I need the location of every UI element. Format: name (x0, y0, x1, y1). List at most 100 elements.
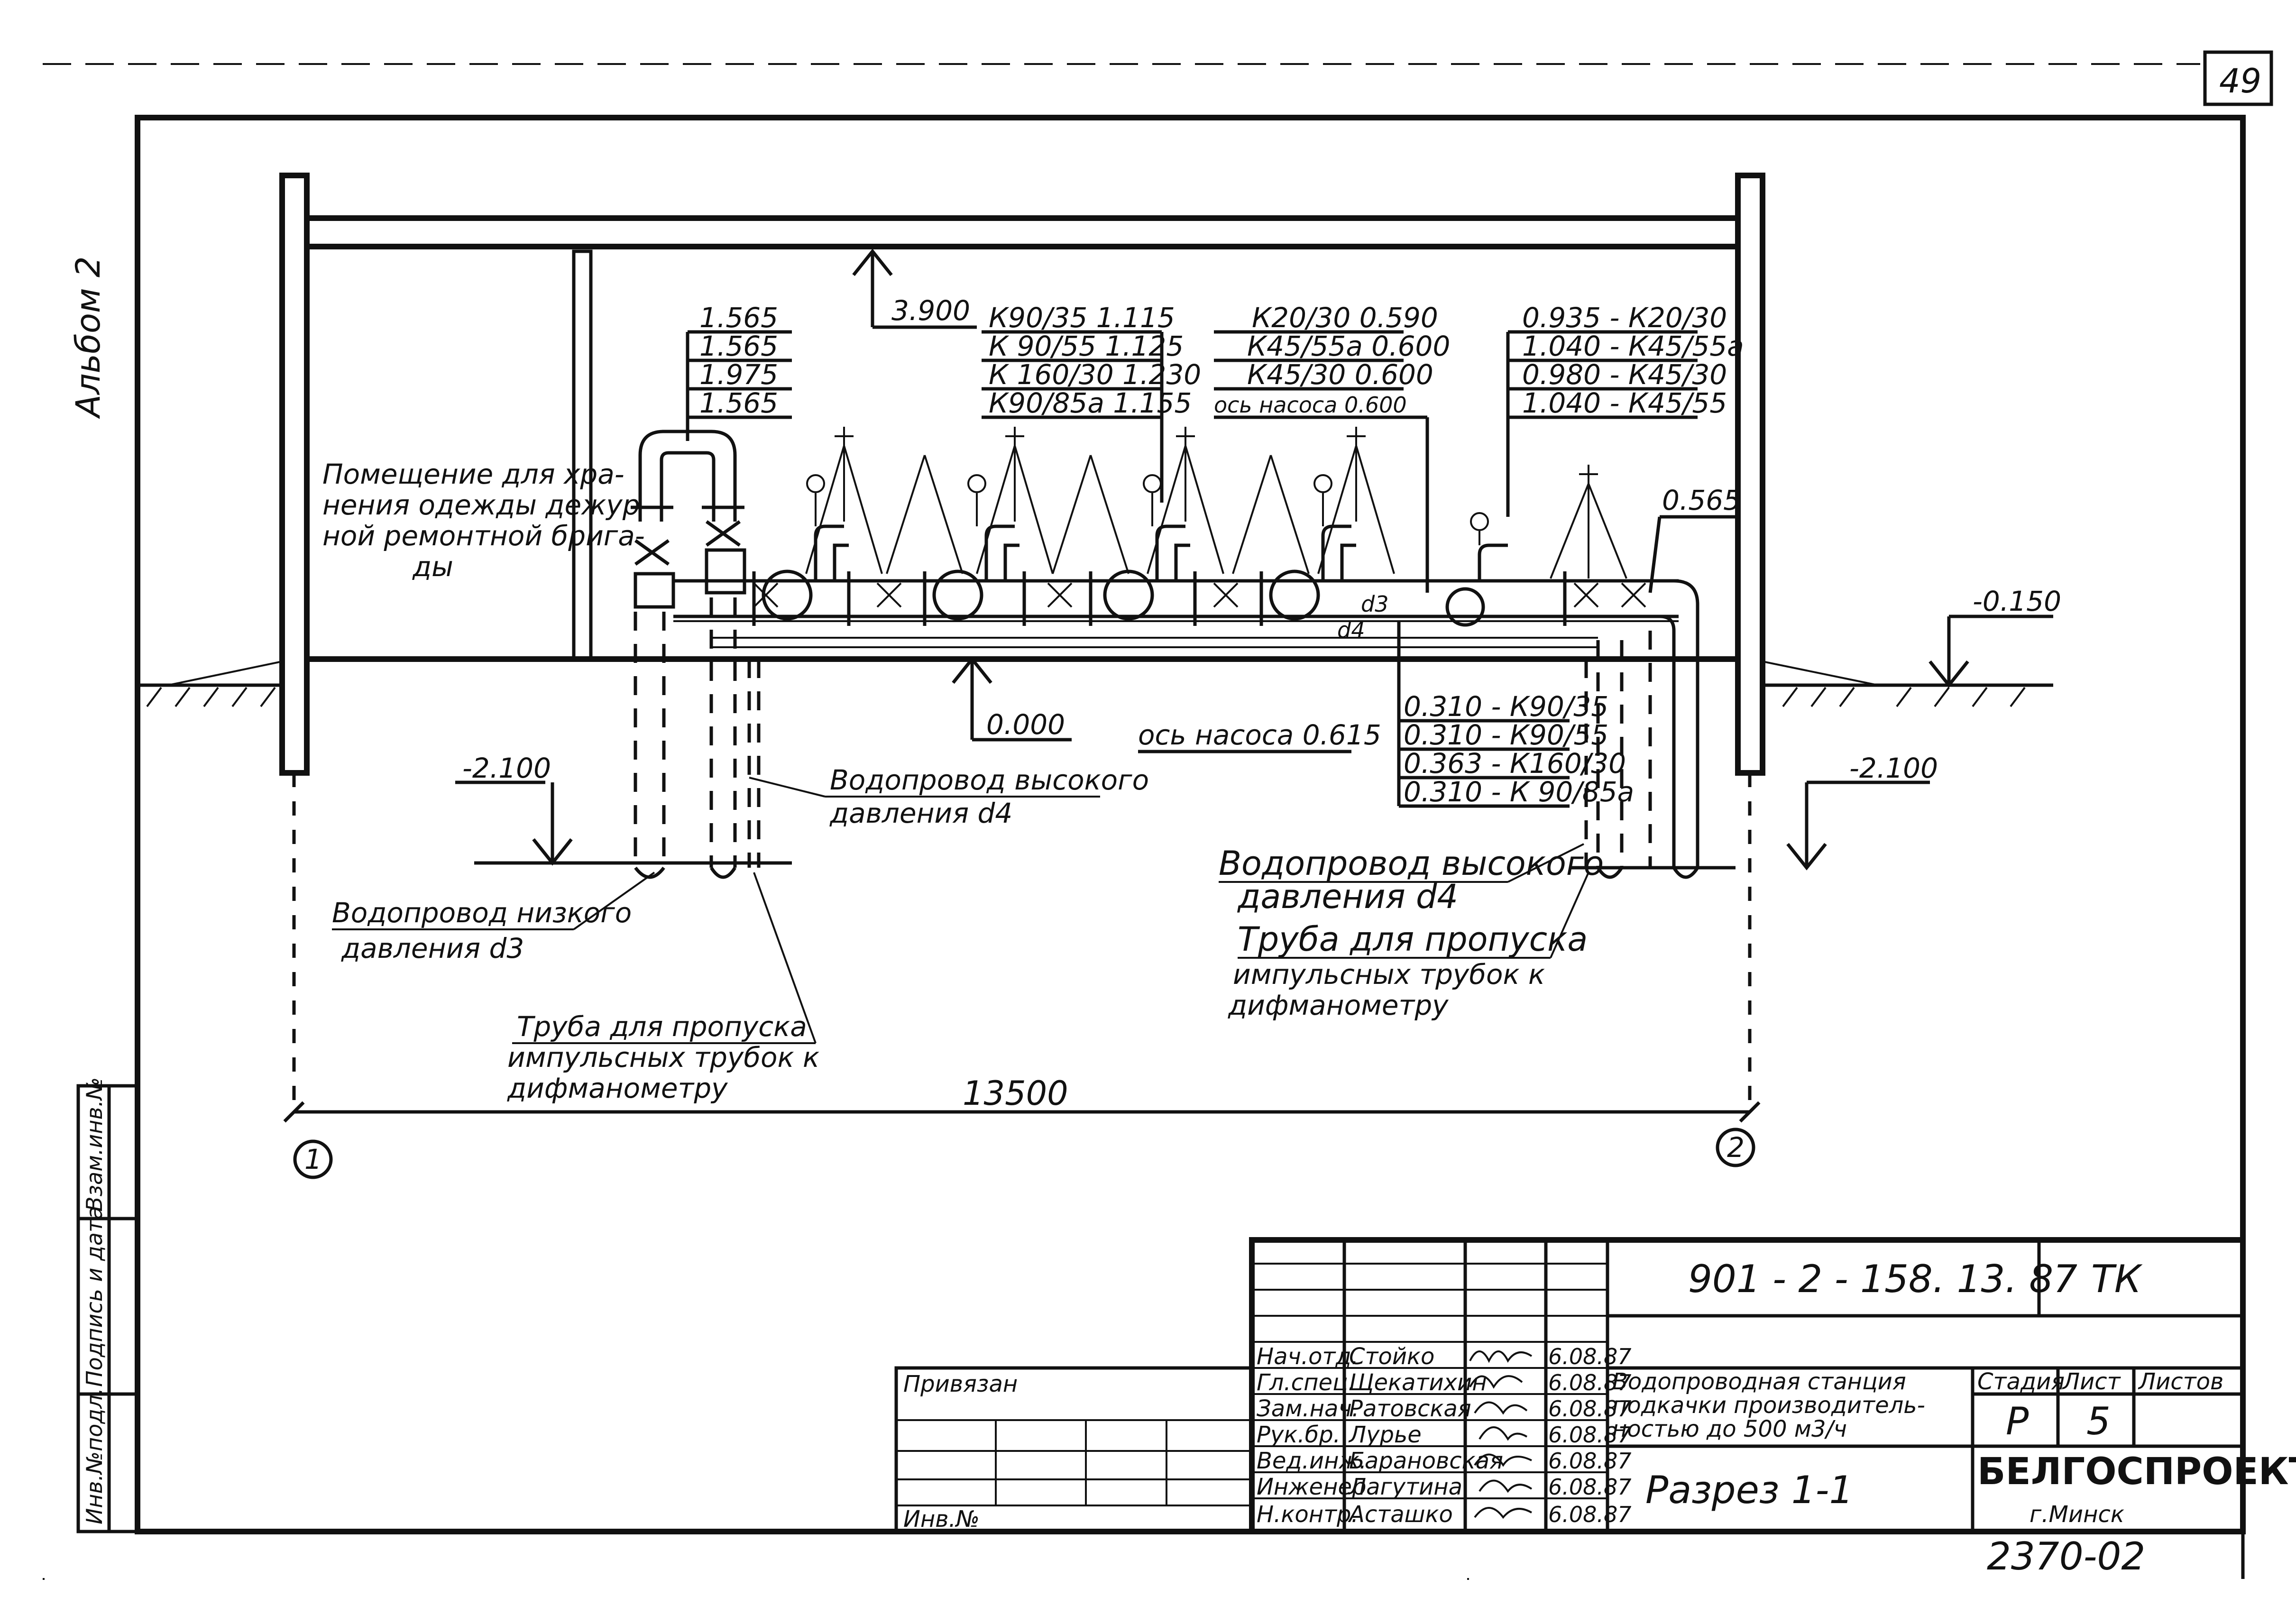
pump-b-1: К20/30 0.590 (1252, 302, 1438, 334)
organization-city: г.Минск (2030, 1501, 2124, 1528)
role-6: Инженер (1257, 1474, 1366, 1500)
elev-top-value: 3.900 (891, 294, 970, 327)
pump-unit-1 (753, 427, 854, 621)
elev-top-arrow (852, 248, 893, 276)
callout-hp-left-line1: Водопровод высокого (830, 764, 1149, 796)
main-header-pipe (673, 579, 1679, 648)
stage-label: Стадия (1977, 1368, 2065, 1395)
stamp-inv-podl: Инв.№подл. (82, 1388, 107, 1524)
pump-unit-2 (876, 427, 1073, 621)
axis-marker-1 (293, 1139, 333, 1179)
role-7-date: 6.08.87 (1548, 1502, 1632, 1527)
callout-tube-right-line3: дифманометру (1228, 989, 1449, 1021)
pump-group-d: 0.310 - К90/35 0.310 - К90/55 0.363 - К1… (1397, 621, 1634, 808)
role-1-date: 6.08.87 (1548, 1344, 1632, 1369)
pump-unit-5 (1445, 465, 1646, 627)
elev-right-bottom-arrow (1786, 843, 1827, 871)
pipe-d3-label: d3 (1361, 591, 1388, 617)
pump-a-4: К90/85а 1.155 (989, 387, 1192, 419)
pump-c-2: 1.040 - К45/55а (1522, 330, 1744, 362)
role-7-name: Асташко (1348, 1501, 1453, 1528)
pump-unit-3 (1103, 427, 1239, 621)
callout-tube-left-line2: импульсных трубок к (507, 1041, 819, 1073)
role-2-name: Щекатихин (1349, 1369, 1487, 1396)
signature-7 (1474, 1507, 1532, 1519)
pump-b-4: ось насоса 0.600 (1214, 392, 1407, 418)
signature-2 (1469, 1375, 1523, 1389)
drawing-frame (135, 115, 2246, 1534)
pump-axis-label: ось насоса 0.615 (1138, 719, 1381, 751)
page-number-box (2203, 50, 2273, 106)
role-3: Зам.нач. (1257, 1395, 1359, 1422)
left-riser-pipes (631, 430, 761, 879)
privyazan-label: Привязан (903, 1371, 1018, 1397)
dimension-total: 13500 (963, 1074, 1068, 1113)
pump-a-3: К 160/30 1.230 (989, 358, 1201, 391)
column-left (279, 173, 310, 776)
column-right (1735, 173, 1765, 776)
pump-a-1: К90/35 1.115 (989, 302, 1175, 334)
pump-d-3: 0.363 - К160/30 (1404, 747, 1626, 780)
callout-tube-right: Труба для пропуска импульсных трубок к д… (1228, 872, 1589, 1021)
stamp-signature-date: Подпись и дата (82, 1206, 107, 1387)
callout-hp-right-line1: Водопровод высокого (1219, 844, 1604, 883)
sheet-label: Лист (2062, 1368, 2122, 1395)
right-riser-pipes (1584, 579, 1699, 879)
role-6-name: Лагутина (1348, 1474, 1462, 1500)
pump-b-3: К45/30 0.600 (1247, 358, 1433, 391)
room-label-1: Помещение для хра- (322, 458, 625, 490)
signature-5 (1474, 1453, 1532, 1467)
role-2-date: 6.08.87 (1548, 1370, 1632, 1395)
doc-code: 901 - 2 - 158. 13. 87 (1688, 1257, 2077, 1301)
pump-a-2: К 90/55 1.125 (989, 330, 1184, 362)
pump-d-1: 0.310 - К90/35 (1404, 690, 1608, 723)
callout-tube-right-line1: Труба для пропуска (1238, 920, 1588, 959)
left-elev-1: 1.565 (699, 302, 778, 334)
callout-tube-left-line1: Труба для пропуска (517, 1010, 807, 1043)
elev-zero-value: 0.000 (986, 708, 1065, 741)
pipe-d4-label: d4 (1337, 617, 1365, 643)
stage-value: Р (2006, 1399, 2029, 1443)
signature-3 (1474, 1401, 1528, 1415)
stamp-vzam-inv: Взам.инв.№ (82, 1077, 107, 1211)
elev-ground-value: -0.150 (1973, 585, 2061, 617)
callout-hp-right: Водопровод высокого давления d4 (1219, 843, 1604, 916)
page-number: 49 (2219, 62, 2261, 101)
signature-6 (1479, 1479, 1533, 1493)
role-6-date: 6.08.87 (1548, 1474, 1632, 1500)
role-5-date: 6.08.87 (1548, 1448, 1632, 1474)
elev-zero-arrow (952, 656, 992, 684)
pump-group-c: 0.935 - К20/30 1.040 - К45/55а 0.980 - К… (1506, 302, 1744, 517)
sheet-value: 5 (2086, 1399, 2111, 1443)
callout-hp-right-line2: давления d4 (1237, 877, 1458, 916)
sheets-label: Листов (2138, 1368, 2223, 1395)
elev-left-bottom-value: -2.100 (462, 752, 551, 784)
album-label: Альбом 2 (69, 257, 108, 419)
signature-1 (1469, 1350, 1533, 1363)
role-1-name: Стойко (1349, 1343, 1434, 1370)
role-3-date: 6.08.87 (1548, 1396, 1632, 1422)
title-block: Привязан Инв.№ Нач.отд. Стойко 6.08.87 Г… (894, 1237, 2296, 1534)
role-1: Нач.отд. (1257, 1343, 1359, 1370)
project-title-1: Водопроводная станция (1612, 1368, 1906, 1395)
pump-d-4: 0.310 - К 90/85а (1404, 776, 1634, 808)
signature-4 (1479, 1426, 1528, 1441)
callout-tube-left: Труба для пропуска импульсных трубок к д… (507, 872, 819, 1104)
sheet-title: Разрез 1-1 (1645, 1468, 1853, 1512)
project-title-3: ностью до 500 м3/ч (1612, 1416, 1847, 1442)
room-label-4: ды (412, 551, 453, 583)
callout-hp-left: Водопровод высокого давления d4 (749, 764, 1149, 829)
organization-name: БЕЛГОСПРОЕКТ (1977, 1450, 2296, 1493)
pump-c-4: 1.040 - К45/55 (1522, 387, 1727, 419)
pump-group-a: К90/35 1.115 К 90/55 1.125 К 160/30 1.23… (982, 302, 1201, 503)
callout-lp-left-line1: Водопровод низкого (332, 897, 632, 929)
room-label-3: ной ремонтной брига- (322, 520, 645, 552)
ground-left (140, 660, 283, 707)
callout-tube-right-line2: импульсных трубок к (1233, 958, 1545, 991)
role-4-name: Лурье (1348, 1422, 1422, 1448)
ground-right (1762, 660, 2053, 707)
left-elev-4: 1.565 (699, 387, 778, 419)
pump-c-3: 0.980 - К45/30 (1522, 358, 1727, 391)
room-label-2: нения одежды дежур- (322, 489, 650, 521)
